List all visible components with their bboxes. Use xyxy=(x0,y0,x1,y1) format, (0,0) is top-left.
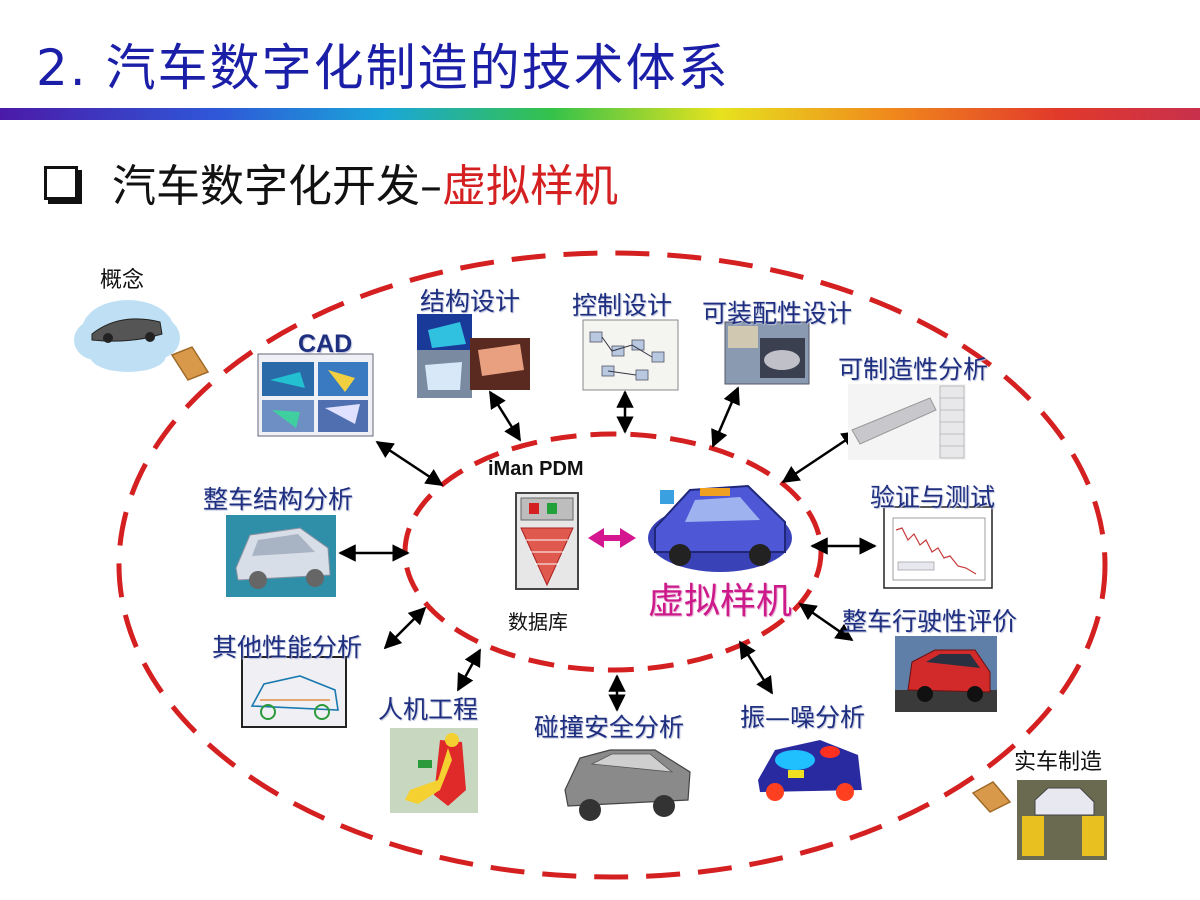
module-label-nvh: 振—噪分析 xyxy=(740,703,866,732)
manufacturability-image xyxy=(848,384,966,460)
subtitle: 汽车数字化开发–虚拟样机 xyxy=(44,150,618,214)
rainbow-divider xyxy=(0,108,1200,120)
arrow-ergonomics xyxy=(456,648,482,692)
module-label-assembly-design: 可装配性设计 xyxy=(702,299,853,328)
driving-evaluation-image xyxy=(895,636,997,712)
vehicle-structure-image xyxy=(226,515,336,597)
module-label-control-design: 控制设计 xyxy=(572,291,673,320)
pdm-link-arrow-icon xyxy=(588,528,636,548)
concept-label: 概念 xyxy=(100,268,145,293)
module-label-other-performance: 其他性能分析 xyxy=(212,633,363,662)
module-label-ergonomics: 人机工程 xyxy=(378,695,479,724)
assembly-design-image xyxy=(724,321,810,385)
arrow-structure-design xyxy=(488,390,522,442)
outer-ellipse xyxy=(116,250,1108,880)
module-label-driving-evaluation: 整车行驶性评价 xyxy=(842,607,1018,636)
database-label: 数据库 xyxy=(508,610,568,634)
real-manufacture-diamond-icon xyxy=(971,781,1012,813)
control-design-image xyxy=(582,319,679,391)
module-label-vehicle-structure: 整车结构分析 xyxy=(203,485,354,514)
arrow-driving-evaluation xyxy=(798,602,854,642)
module-label-manufacturability: 可制造性分析 xyxy=(838,355,989,384)
concept-diamond-icon xyxy=(170,346,210,381)
module-label-crash: 碰撞安全分析 xyxy=(534,713,685,742)
subtitle-accent: 虚拟样机 xyxy=(442,161,618,212)
structure-design-image xyxy=(417,314,530,398)
module-label-cad: CAD xyxy=(298,330,353,358)
virtual-prototype-car-image xyxy=(648,484,792,572)
concept-cloud-image xyxy=(74,300,180,372)
cad-screenshot-image xyxy=(257,353,374,437)
database-server-icon xyxy=(515,492,579,590)
other-performance-image xyxy=(241,656,347,728)
real-manufacture-image xyxy=(1017,780,1107,860)
verification-plot-image xyxy=(883,506,993,589)
ergonomics-image xyxy=(390,728,478,813)
arrow-manufacturability xyxy=(781,430,860,484)
virtual-prototype-label: 虚拟样机 xyxy=(648,581,793,622)
real-manufacture-label: 实车制造 xyxy=(1014,750,1103,775)
arrow-cad xyxy=(375,440,444,487)
module-label-verification: 验证与测试 xyxy=(870,483,996,512)
pdm-label: iMan PDM xyxy=(488,458,584,480)
checkbox-bullet-icon xyxy=(44,166,78,200)
arrow-nvh xyxy=(738,640,774,695)
nvh-analysis-image xyxy=(748,727,868,815)
slide-title: 2. 汽车数字化制造的技术体系 xyxy=(36,39,730,97)
arrow-other-performance xyxy=(383,606,427,650)
arrow-assembly-design xyxy=(711,386,740,448)
subtitle-main: 汽车数字化开发– xyxy=(112,161,442,212)
crash-safety-image xyxy=(558,735,693,825)
module-label-structure-design: 结构设计 xyxy=(420,287,521,316)
